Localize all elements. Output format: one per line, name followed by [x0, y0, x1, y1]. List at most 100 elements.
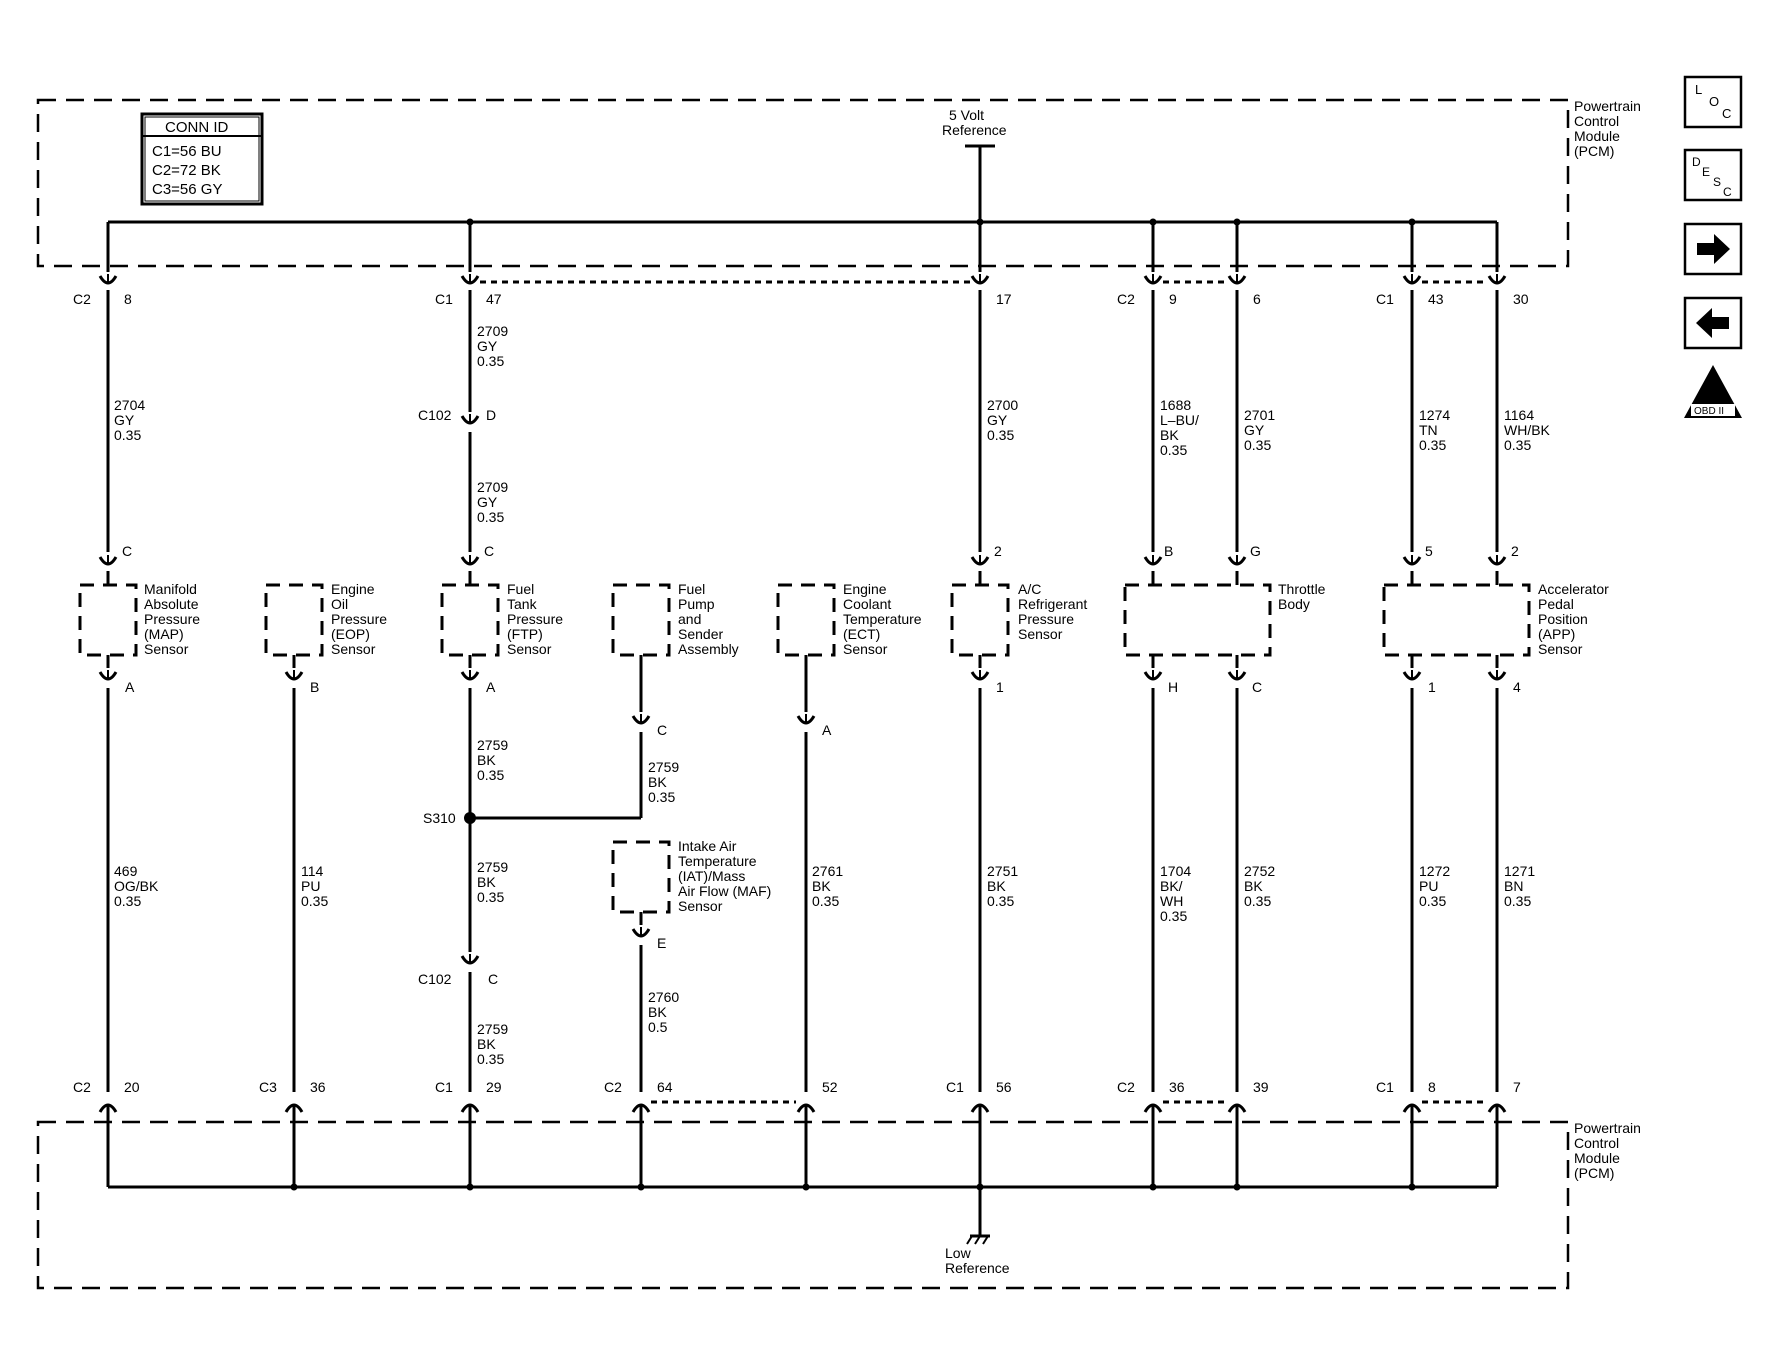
pcm-label-line: Powertrain: [1574, 1120, 1641, 1136]
wire-gauge: 0.35: [1160, 442, 1187, 458]
conn-id-box: CONN ID C1=56 BU C2=72 BK C3=56 GY: [140, 112, 264, 206]
app-sensor-label: Accelerator Pedal Position (APP) Sensor: [1538, 581, 1609, 657]
wire-circuit: 114: [301, 863, 324, 879]
wire-color: BK/: [1160, 878, 1183, 894]
bottom-conn-label: C2: [604, 1079, 622, 1095]
pcm-bottom-label: Powertrain Control Module (PCM): [1574, 1120, 1641, 1181]
svg-text:(APP): (APP): [1538, 626, 1575, 642]
top-conn-label: C2: [73, 291, 91, 307]
component-pin: C: [484, 543, 494, 559]
throttle-body-label: Throttle Body: [1278, 581, 1326, 612]
wire-circuit: 2759: [648, 759, 679, 775]
desc-button[interactable]: D E S C: [1683, 148, 1743, 202]
c102-lower: C102 C: [418, 952, 498, 987]
wire-gauge: 0.35: [1504, 893, 1531, 909]
svg-text:Sensor: Sensor: [1018, 626, 1063, 642]
wire-gauge: 0.35: [987, 427, 1014, 443]
wire-gauge: 0.35: [1419, 437, 1446, 453]
c102-name: C102: [418, 407, 452, 423]
svg-text:Sensor: Sensor: [507, 641, 552, 657]
wire-color: GY: [987, 412, 1008, 428]
wire-gauge: 0.35: [1244, 437, 1271, 453]
component-pin: 2: [994, 543, 1002, 559]
wire-color: WH: [1160, 893, 1183, 909]
pcm-top-label: Powertrain Control Module (PCM): [1574, 98, 1641, 159]
wire-color: PU: [301, 878, 320, 894]
loc-button[interactable]: L O C: [1683, 75, 1743, 129]
wire-color: BK: [1244, 878, 1263, 894]
wire-circuit: 2704: [114, 397, 145, 413]
wire-circuit: 2759: [477, 1021, 508, 1037]
wire-color: GY: [1244, 422, 1265, 438]
component-pin: B: [310, 679, 319, 695]
svg-text:Pressure: Pressure: [1018, 611, 1074, 627]
svg-text:Pressure: Pressure: [331, 611, 387, 627]
svg-text:Fuel: Fuel: [678, 581, 705, 597]
eop-sensor-label: Engine Oil Pressure (EOP) Sensor: [331, 581, 387, 657]
svg-text:Absolute: Absolute: [144, 596, 199, 612]
wire-circuit: 1164: [1504, 407, 1534, 423]
component-pin: E: [657, 935, 666, 951]
next-arrow-button[interactable]: →: [1683, 222, 1743, 276]
wire-color: OG/BK: [114, 878, 159, 894]
wire-color: BK: [1160, 427, 1179, 443]
bottom-pin-label: 7: [1513, 1079, 1521, 1095]
obd-ii-button[interactable]: II OBD II: [1684, 365, 1742, 418]
bottom-pin-label: 39: [1253, 1079, 1269, 1095]
svg-text:Position: Position: [1538, 611, 1588, 627]
bottom-drops: [106, 1106, 1499, 1187]
splice-s310: S310: [423, 810, 476, 826]
bottom-pin-label: 36: [1169, 1079, 1185, 1095]
component-pin: 4: [1513, 679, 1521, 695]
bottom-connectors: [98, 1103, 1507, 1114]
svg-text:Engine: Engine: [331, 581, 375, 597]
svg-text:Sensor: Sensor: [843, 641, 888, 657]
wire-color: BK: [648, 774, 667, 790]
component-pin: 5: [1425, 543, 1433, 559]
wire-color: BK: [477, 752, 496, 768]
top-pin-labels: C2 8 C1 47 17 C2 9 6 C1 43 30: [73, 291, 1529, 307]
svg-text:E: E: [1702, 165, 1710, 179]
top-pin-label: 43: [1428, 291, 1444, 307]
conn-id-title: CONN ID: [165, 119, 229, 136]
svg-text:(EOP): (EOP): [331, 626, 370, 642]
bottom-conn-label: C1: [1376, 1079, 1394, 1095]
component-pin: 1: [1428, 679, 1436, 695]
svg-text:Throttle: Throttle: [1278, 581, 1326, 597]
bottom-conn-label: C1: [946, 1079, 964, 1095]
svg-text:A/C: A/C: [1018, 581, 1041, 597]
wire-gauge: 0.35: [1244, 893, 1271, 909]
prev-arrow-button[interactable]: ←: [1683, 296, 1743, 350]
lower-wire-labels: 469 OG/BK 0.35 114 PU 0.35 2759 BK 0.35 …: [114, 737, 1535, 1067]
svg-text:←: ←: [1713, 327, 1714, 329]
svg-text:Accelerator: Accelerator: [1538, 581, 1609, 597]
five-volt-label: 5 Volt: [949, 107, 984, 123]
wire-color: BK: [812, 878, 831, 894]
wire-color: PU: [1419, 878, 1438, 894]
top-pin-label: 47: [486, 291, 502, 307]
svg-text:(ECT): (ECT): [843, 626, 880, 642]
wire-gauge: 0.35: [648, 789, 675, 805]
wire-gauge: 0.5: [648, 1019, 668, 1035]
wire-gauge: 0.35: [987, 893, 1014, 909]
conn-id-line: C2=72 BK: [152, 162, 221, 179]
wire-color: L–BU/: [1160, 412, 1199, 428]
component-labels: Manifold Absolute Pressure (MAP) Sensor …: [144, 581, 1609, 914]
svg-text:Pressure: Pressure: [507, 611, 563, 627]
top-pin-label: 9: [1169, 291, 1177, 307]
wire-color: GY: [477, 494, 498, 510]
pcm-label-line: Module: [1574, 1150, 1620, 1166]
svg-text:Temperature: Temperature: [678, 853, 757, 869]
svg-text:Temperature: Temperature: [843, 611, 922, 627]
bottom-pin-label: 8: [1428, 1079, 1436, 1095]
five-volt-label: Reference: [942, 122, 1007, 138]
wire-gauge: 0.35: [1504, 437, 1531, 453]
bottom-conn-label: C2: [1117, 1079, 1135, 1095]
wire-gauge: 0.35: [477, 889, 504, 905]
svg-text:Air Flow (MAF): Air Flow (MAF): [678, 883, 771, 899]
arrow-right-icon: [1697, 234, 1730, 264]
component-pin: 2: [1511, 543, 1519, 559]
wire-color: BK: [477, 1036, 496, 1052]
pcm-bottom-box: [36, 1120, 1570, 1290]
